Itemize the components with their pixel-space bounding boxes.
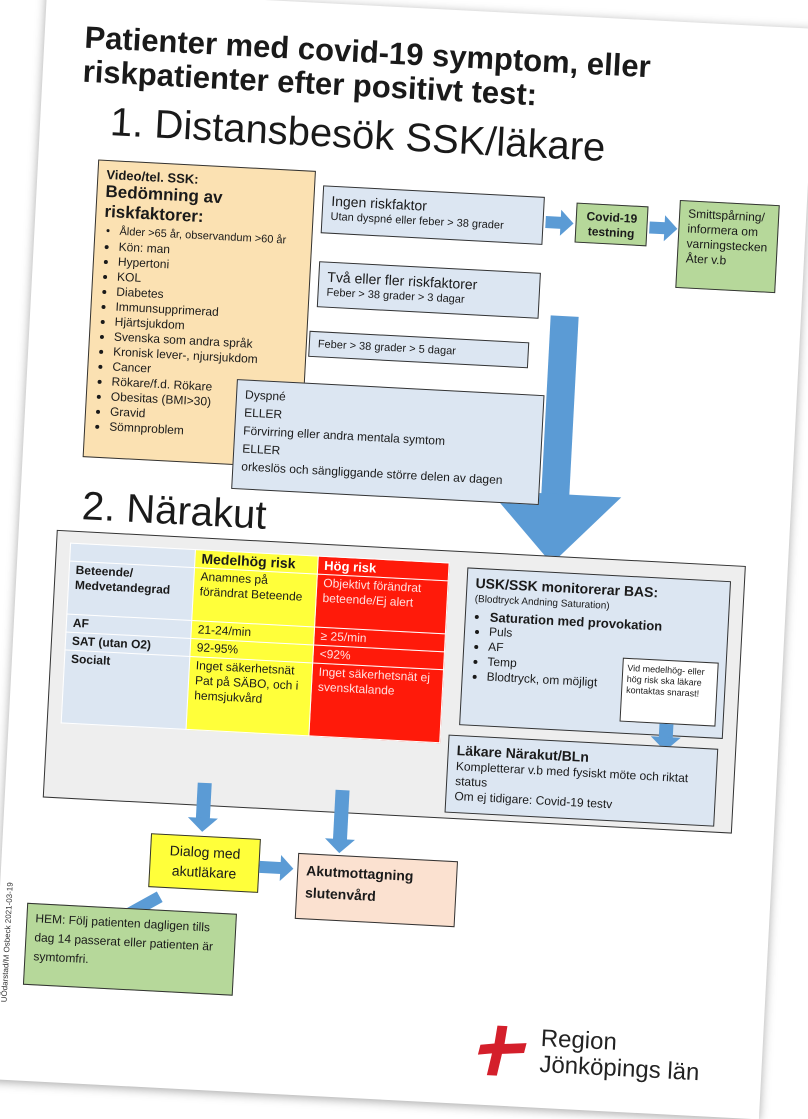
home-box: HEM: Följ patienten dagligen tills dag 1… xyxy=(22,902,237,996)
doctor-box: Läkare Närakut/BLn Kompletterar v.b med … xyxy=(444,734,719,827)
arrow-down xyxy=(658,723,674,739)
risk-table: Medelhög risk Hög risk Beteende/ Medveta… xyxy=(61,543,450,744)
cell-medium: Anamnes på förändrat Beteende xyxy=(191,567,318,627)
tracing-box: Smittspårning/ informera om varningsteck… xyxy=(675,200,780,294)
dyspne-box: Dyspné ELLER Förvirring eller andra ment… xyxy=(231,379,545,506)
monitor-note: Vid medelhög- eller hög risk ska läkare … xyxy=(619,657,719,727)
two-risk-box: Två eller fler riskfaktorer Feber > 38 g… xyxy=(316,261,541,319)
fever5-box: Feber > 38 grader > 5 dagar xyxy=(308,330,530,369)
arrow-down xyxy=(195,782,212,820)
emergency-box: Akutmottagning slutenvård xyxy=(294,852,458,928)
arrow-down xyxy=(332,789,350,841)
row-label: Beteende/ Medvetandegrad xyxy=(66,561,195,621)
row-label: Socialt xyxy=(61,649,190,730)
arrow-right xyxy=(545,216,562,229)
cell-high: Objektivt förändrat beteende/Ej alert xyxy=(314,574,449,634)
big-arrow-shaft xyxy=(541,315,579,497)
no-risk-box: Ingen riskfaktor Utan dyspné eller feber… xyxy=(320,185,545,245)
cell-high: Inget säkerhetsnät ej svensktalande xyxy=(308,662,444,743)
cell-medium: Inget säkerhetsnät Pat på SÄBO, och i he… xyxy=(186,656,313,736)
side-note: UÖdarstad/M Osbeck 2021-03-19 xyxy=(0,882,15,1003)
risk-table-wrap: Medelhög risk Hög risk Beteende/ Medveta… xyxy=(61,543,460,744)
region-logo-cross-icon xyxy=(473,1020,536,1079)
covid-test-box: Covid-19 testning xyxy=(574,202,649,247)
assessment-line2: Bedömning av riskfaktorer: xyxy=(104,181,224,227)
dialog-box: Dialog med akutläkare xyxy=(148,833,261,893)
arrow-right xyxy=(649,221,666,235)
arrow-right xyxy=(259,860,282,875)
logo-line2: Jönköpings län xyxy=(538,1050,701,1087)
section2-heading: 2. Närakut xyxy=(80,484,268,538)
